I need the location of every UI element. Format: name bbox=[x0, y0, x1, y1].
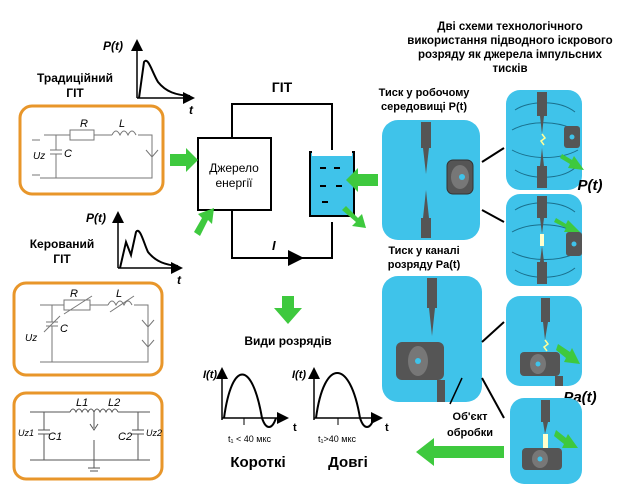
circuit1-frame bbox=[18, 104, 165, 196]
header-title: Дві схеми технологічного використання пі… bbox=[407, 21, 612, 75]
circuit-dual: L1 L2 C1 C2 Uz1 Uz2 bbox=[12, 391, 164, 481]
small-panel-1 bbox=[506, 90, 584, 190]
medium-pressure-panel bbox=[382, 120, 480, 240]
git-scheme: ГІТ I Джерело енергії bbox=[197, 79, 355, 266]
long-name: Довгі bbox=[328, 454, 368, 471]
pressure-medium-2: середовищі P(t) bbox=[381, 101, 467, 113]
c2-u-label: Uz bbox=[25, 333, 37, 344]
long-discharge-graph: I(t) t t₁>40 мкс Довгі bbox=[292, 367, 389, 471]
long-ylabel: I(t) bbox=[292, 369, 306, 381]
circuit-controlled: R L C Uz bbox=[12, 281, 164, 377]
c1-l-label: L bbox=[119, 118, 125, 130]
c3-u2-label: Uz2 bbox=[146, 428, 162, 438]
arrow-to-source-1 bbox=[170, 148, 198, 172]
traditional-label-1: Традиційний bbox=[37, 71, 113, 85]
arrow-to-tank-1 bbox=[346, 168, 378, 192]
c3-l1-label: L1 bbox=[76, 397, 88, 409]
pressure-graph-controlled: P(t) t bbox=[86, 211, 183, 287]
circuit-traditional: R L C Uz bbox=[18, 104, 165, 196]
channel-pressure-panel bbox=[382, 276, 482, 402]
c3-l2-label: L2 bbox=[108, 397, 120, 409]
energy-source-box bbox=[197, 137, 272, 211]
graph1-xlabel: t bbox=[189, 103, 194, 117]
energy-source-line-2: енергії bbox=[215, 176, 253, 190]
graph2-ylabel: P(t) bbox=[86, 211, 106, 225]
circuit3-frame bbox=[12, 391, 164, 481]
graph2-xlabel: t bbox=[177, 273, 182, 287]
short-ylabel: I(t) bbox=[203, 369, 217, 381]
traditional-label-2: ГІТ bbox=[66, 86, 84, 100]
title-line-4: тисків bbox=[492, 63, 527, 75]
controlled-label-1: Керований bbox=[30, 237, 95, 251]
short-discharge-graph: I(t) t t₁ < 40 мкс Короткі bbox=[203, 367, 297, 471]
title-line-3: розряду як джерела імпульсних bbox=[418, 49, 603, 61]
git-label: ГІТ bbox=[272, 79, 293, 95]
long-condition: t₁>40 мкс bbox=[318, 434, 357, 444]
long-xlabel: t bbox=[385, 422, 389, 434]
c3-u1-label: Uz1 bbox=[18, 428, 34, 438]
discharge-types-label: Види розрядів bbox=[244, 334, 331, 348]
c1-r-label: R bbox=[80, 118, 88, 130]
title-line-1: Дві схеми технологічного bbox=[437, 21, 582, 33]
short-condition: t₁ < 40 мкс bbox=[228, 434, 272, 444]
arrow-to-object bbox=[416, 438, 504, 466]
c2-r-label: R bbox=[70, 288, 78, 300]
water-tank bbox=[309, 151, 355, 217]
arrow-to-tank-2 bbox=[342, 206, 366, 228]
graph1-ylabel: P(t) bbox=[103, 39, 123, 53]
pressure-channel-1: Тиск у каналі bbox=[388, 245, 459, 257]
pressure-channel-2: розряду Pa(t) bbox=[388, 259, 461, 271]
water-panel-1 bbox=[382, 120, 480, 240]
resistor bbox=[69, 129, 95, 141]
pressure-graph-traditional: P(t) t bbox=[103, 39, 195, 117]
arrow-to-source-2 bbox=[194, 208, 214, 236]
c3-c1-label: C1 bbox=[48, 431, 62, 443]
circuit2-frame bbox=[12, 281, 164, 377]
controlled-label-2: ГІТ bbox=[53, 252, 71, 266]
c2-c-label: C bbox=[60, 323, 68, 335]
c2-l-label: L bbox=[116, 288, 122, 300]
energy-source-line-1: Джерело bbox=[209, 161, 259, 175]
pressure-curve-double bbox=[119, 229, 179, 269]
pressure-curve bbox=[138, 59, 191, 99]
arrow-down bbox=[274, 296, 302, 324]
pressure-medium-1: Тиск у робочому bbox=[379, 87, 471, 99]
object-label-1: Об'єкт bbox=[453, 411, 489, 423]
inductor bbox=[111, 130, 137, 137]
short-xlabel: t bbox=[293, 422, 297, 434]
capacitor bbox=[50, 135, 62, 178]
c3-c2-label: C2 bbox=[118, 431, 132, 443]
small-panel-3 bbox=[506, 296, 582, 386]
short-name: Короткі bbox=[230, 454, 285, 471]
pt-label: P(t) bbox=[578, 177, 603, 194]
c1-c-label: C bbox=[64, 148, 72, 160]
object-label-2: обробки bbox=[447, 427, 493, 439]
current-label: I bbox=[272, 238, 276, 253]
title-line-2: використання підводного іскрового bbox=[407, 35, 612, 47]
c1-u-label: Uz bbox=[33, 151, 45, 162]
green-arrows-center bbox=[170, 148, 378, 324]
small-panel-2 bbox=[506, 194, 582, 286]
small-panel-4 bbox=[510, 398, 582, 484]
